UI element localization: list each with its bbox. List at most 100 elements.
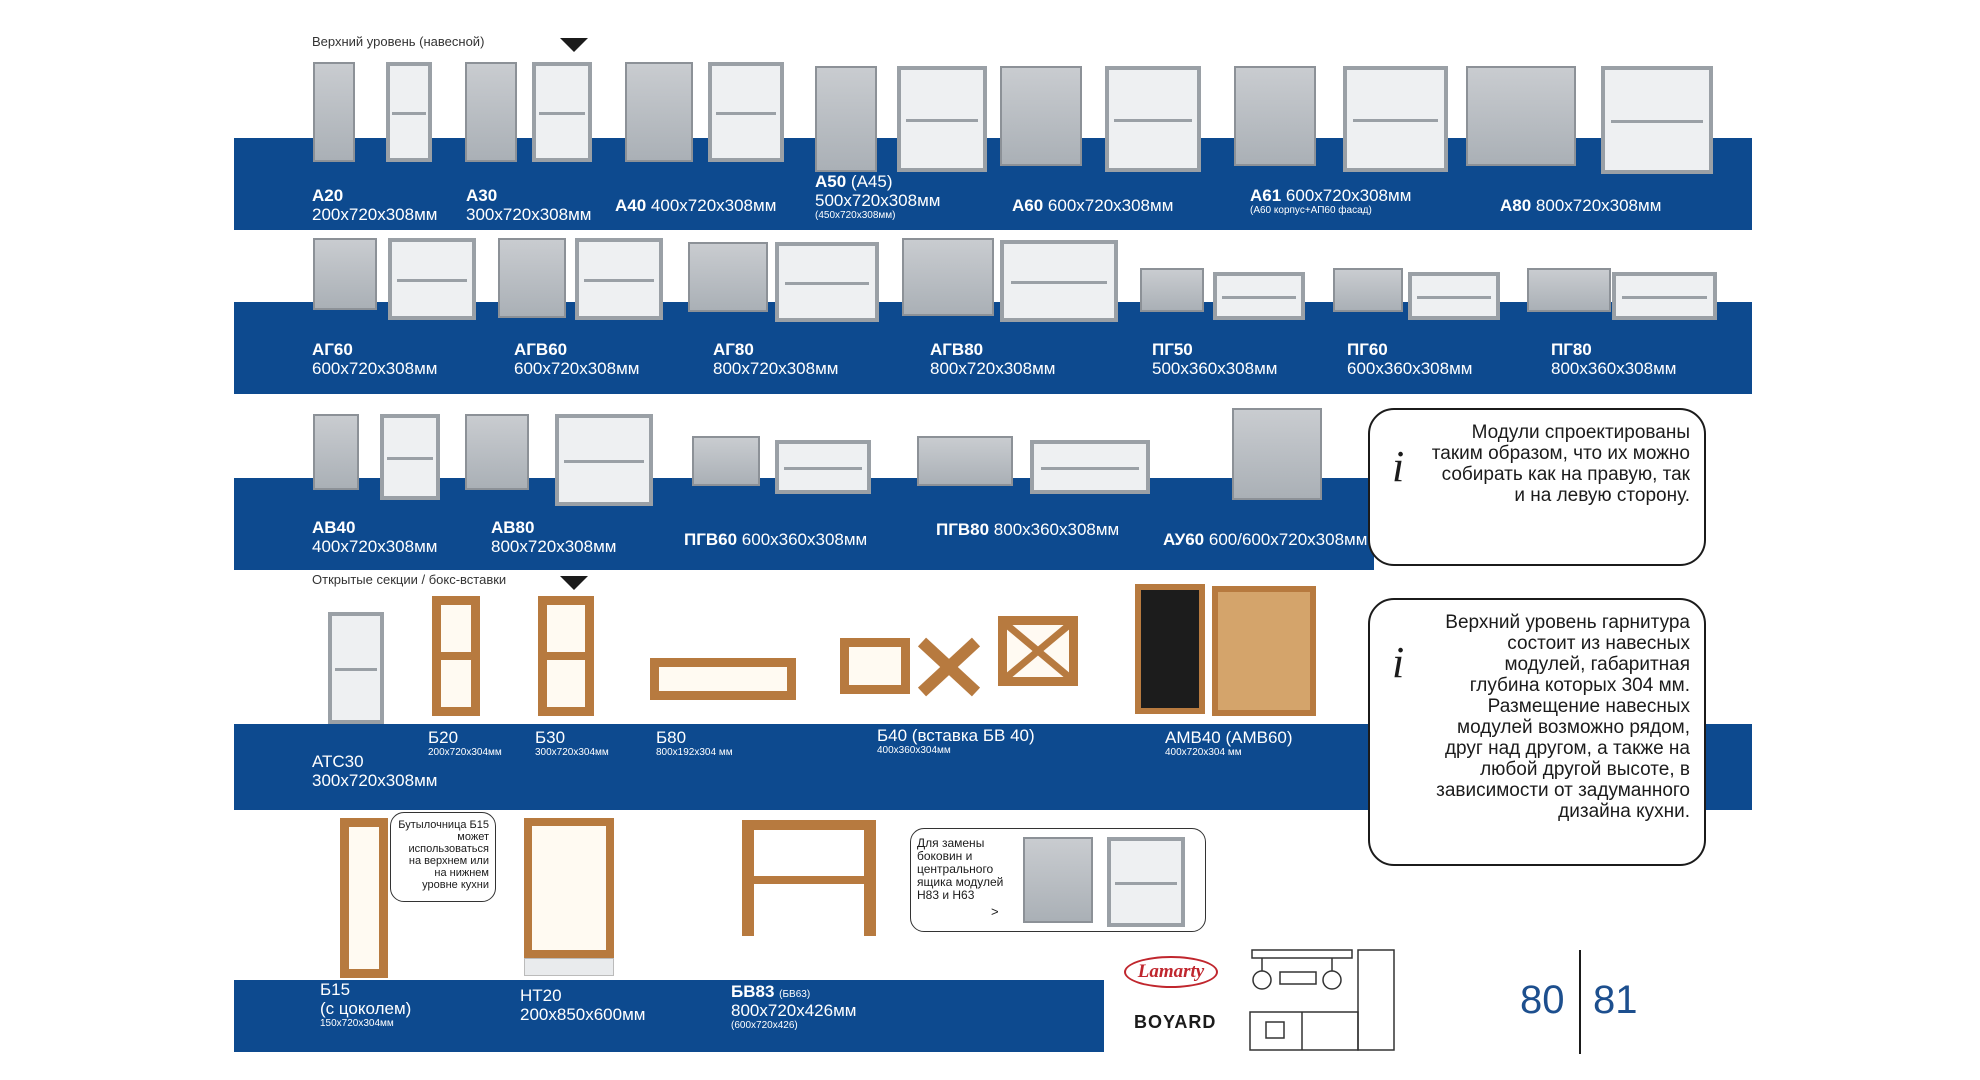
cabinet-image (313, 62, 355, 162)
module-label-a80: А80 800х720х308мм (1500, 196, 1662, 215)
brand-logo-lamarty: Lamarty (1124, 956, 1218, 988)
shelf-nt20-image (524, 818, 614, 958)
base-cabinet-image (1023, 837, 1093, 923)
cabinet-mesh-image (1212, 586, 1316, 716)
note-replace-text: Для замены боковин и центрального ящика … (917, 836, 1004, 902)
kitchen-schematic-icon (1246, 944, 1406, 1054)
module-label-a60: А60 600х720х308мм (1012, 196, 1174, 215)
cabinet-open-image (1408, 272, 1500, 320)
wood-box-image (840, 638, 910, 694)
page-divider (1579, 950, 1581, 1054)
section-marker-icon (560, 38, 588, 52)
brand-logo-boyard: BOYARD (1134, 1012, 1217, 1032)
cabinet-image (902, 238, 994, 316)
page-number-left: 80 (1520, 978, 1565, 1022)
cabinet-open-image (775, 440, 871, 494)
cabinet-glass-image (465, 414, 529, 490)
wood-shelf-image (538, 596, 594, 716)
cabinet-image (1333, 268, 1403, 312)
cabinet-image (688, 242, 768, 312)
cabinet-image (1234, 66, 1316, 166)
cabinet-open-image (775, 242, 879, 322)
cabinet-image (1140, 268, 1204, 312)
wood-x-insert-image (916, 636, 982, 698)
module-label-bv83: БВ83 (БВ63)800х720х426мм(600х720х426) (731, 982, 857, 1031)
module-label-au60: АУ60 600/600х720х308мм (1163, 530, 1368, 549)
note-replace: Для замены боковин и центрального ящика … (910, 828, 1206, 932)
shelf-unit-image (328, 612, 384, 724)
cabinet-open-image (1213, 272, 1305, 320)
cabinet-open-image (555, 414, 653, 506)
wood-shelf-image (650, 658, 796, 700)
plinth-image (524, 958, 614, 976)
wood-shelf-image (432, 596, 480, 716)
cabinet-image (1527, 268, 1611, 312)
module-label-a61: А61 600х720х308мм(А60 корпус+АП60 фасад) (1250, 186, 1412, 216)
section-title-open: Открытые секции / бокс-вставки (312, 572, 507, 587)
cabinet-image (1000, 66, 1082, 166)
section-title-top: Верхний уровень (навесной) (312, 34, 485, 49)
note-arrow: > (991, 904, 999, 919)
page-number-right: 81 (1593, 978, 1638, 1022)
module-label-b15: Б15(с цоколем)150х720х304мм (320, 980, 412, 1029)
base-cabinet-open-image (1107, 837, 1185, 927)
info-icon: i (1392, 638, 1405, 687)
cabinet-image (498, 238, 566, 318)
module-label-a50: А50 (А45)500х720х308мм(450х720х308мм) (815, 172, 941, 221)
cabinet-glass-image (917, 436, 1013, 486)
shelf-bv83-image (742, 820, 876, 936)
module-label-b40: Б40 (вставка БВ 40)400х360х304мм (877, 726, 1035, 756)
cabinet-corner-image (1232, 408, 1322, 500)
info-text-upper-level: Верхний уровень гарнитура состоит из нав… (1436, 612, 1690, 822)
info-icon: i (1392, 442, 1405, 491)
cabinet-open-image (1601, 66, 1713, 174)
cabinet-open-image (1105, 66, 1201, 172)
module-label-amv40: АМВ40 (АМВ60)400х720х304 мм (1165, 728, 1293, 758)
cabinet-open-image (708, 62, 784, 162)
cabinet-open-image (380, 414, 440, 500)
cabinet-image (625, 62, 693, 162)
bottle-rack-image (340, 818, 388, 978)
info-box-modules: i Модули спроектированы таким образом, ч… (1368, 408, 1706, 566)
cabinet-black-image (1135, 584, 1205, 714)
cabinet-open-image (1343, 66, 1448, 172)
cabinet-image (1466, 66, 1576, 166)
info-text-modules: Модули спроектированы таким образом, что… (1431, 422, 1690, 506)
cabinet-open-image (386, 62, 432, 162)
module-label-pgv80: ПГВ80 800х360х308мм (936, 520, 1120, 539)
cabinet-open-image (575, 238, 663, 320)
band-row5 (234, 980, 1104, 1052)
module-label-pgv60: ПГВ60 600х360х308мм (684, 530, 868, 549)
note-bottle-rack: Бутылочница Б15 может использоваться на … (390, 812, 496, 902)
cabinet-open-image (532, 62, 592, 162)
wood-wine-box-image (998, 616, 1078, 686)
cabinet-open-image (1030, 440, 1150, 494)
cabinet-open-image (388, 238, 476, 320)
cabinet-open-image (897, 66, 987, 172)
cabinet-image (313, 238, 377, 310)
cabinet-open-image (1612, 272, 1717, 320)
cabinet-glass-image (692, 436, 760, 486)
cabinet-image (815, 66, 877, 172)
info-box-upper-level: i Верхний уровень гарнитура состоит из н… (1368, 598, 1706, 866)
cabinet-open-image (1000, 240, 1118, 322)
cabinet-image (465, 62, 517, 162)
module-label-a40: А40 400х720х308мм (615, 196, 777, 215)
section-marker-icon (560, 576, 588, 590)
cabinet-glass-image (313, 414, 359, 490)
